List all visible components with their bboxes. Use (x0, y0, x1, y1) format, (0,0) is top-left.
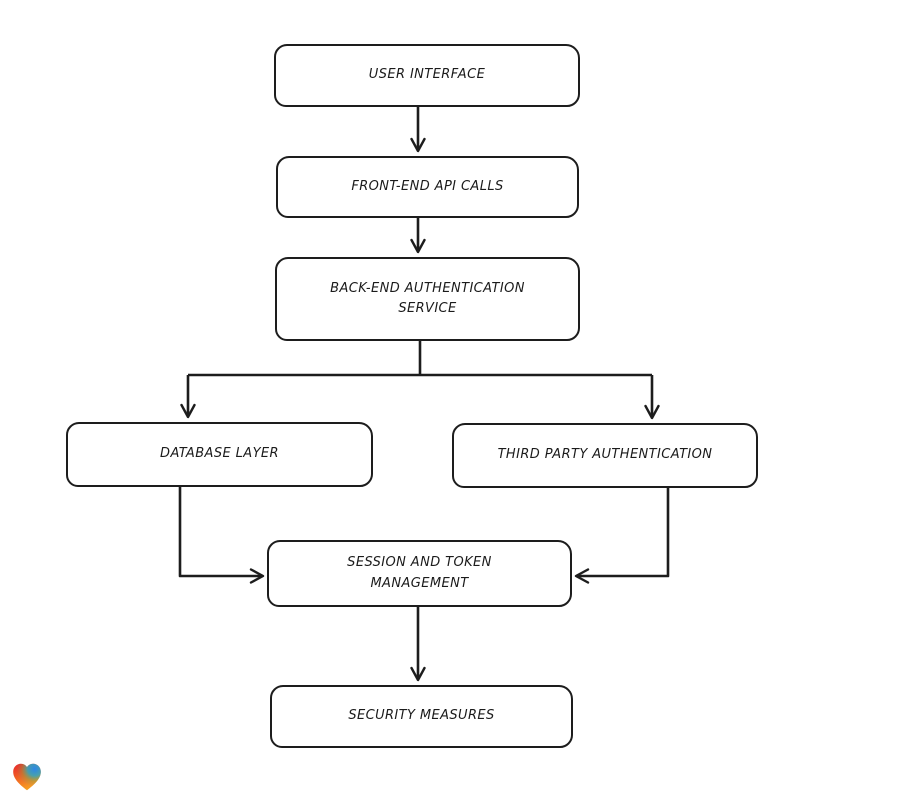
edge-database-to-session (178, 487, 265, 584)
node-label: BACK-END AUTHENTICATION SERVICE (330, 280, 525, 316)
node-label: THIRD PARTY AUTHENTICATION (497, 447, 713, 463)
node-label: SESSION AND TOKEN MANAGEMENT (347, 555, 492, 591)
node-label: FRONT-END API CALLS (351, 178, 504, 194)
node-database-layer[interactable]: DATABASE LAYER (66, 422, 373, 487)
node-label: USER INTERFACE (368, 67, 486, 83)
node-security-measures[interactable]: SECURITY MEASURES (270, 685, 573, 748)
node-front-end-api-calls[interactable]: FRONT-END API CALLS (276, 156, 579, 218)
heart-shape-overlay (13, 763, 41, 791)
edge-thirdparty-to-session (574, 488, 670, 584)
node-back-end-authentication-service[interactable]: BACK-END AUTHENTICATION SERVICE (275, 257, 580, 341)
node-third-party-authentication[interactable]: THIRD PARTY AUTHENTICATION (452, 423, 758, 488)
node-label: SECURITY MEASURES (348, 708, 495, 724)
node-session-and-token-management[interactable]: SESSION AND TOKEN MANAGEMENT (267, 540, 572, 607)
node-user-interface[interactable]: USER INTERFACE (274, 44, 580, 107)
heart-logo (13, 763, 41, 791)
node-label: DATABASE LAYER (160, 446, 279, 462)
